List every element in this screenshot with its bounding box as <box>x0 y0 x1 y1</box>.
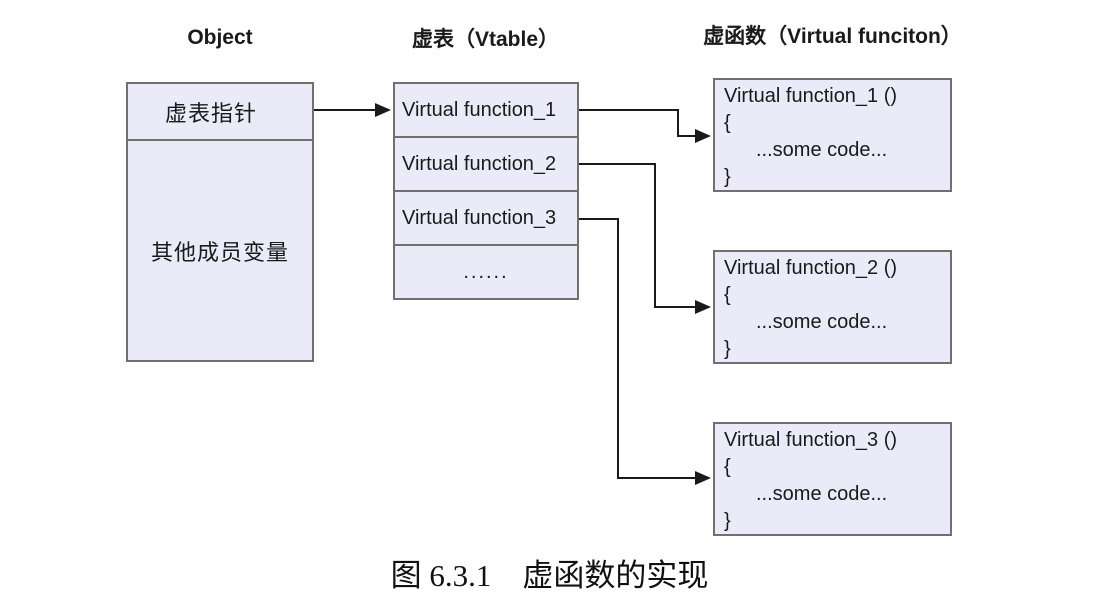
vtable-box: Virtual function_1 Virtual function_2 Vi… <box>393 82 579 300</box>
function-box-2: Virtual function_2 () { ...some code... … <box>713 250 952 364</box>
function-3-open-brace: { <box>724 456 731 478</box>
other-members-label: 其他成员变量 <box>150 239 289 265</box>
vtable-slot-ellipsis: ...... <box>395 246 577 298</box>
vtable-slot-1: Virtual function_1 <box>395 84 577 138</box>
function-2-close-brace: } <box>724 338 731 360</box>
arrow-slot1-to-func1 <box>579 109 711 143</box>
function-1-open-brace: { <box>724 112 731 134</box>
vtable-slot-1-label: Virtual function_1 <box>402 98 557 121</box>
vtable-slot-2: Virtual function_2 <box>395 138 577 192</box>
virtual-function-column-label: 虚函数（Virtual funciton） <box>703 25 962 48</box>
vtable-column-label: 虚表（Vtable） <box>411 28 560 51</box>
arrow-slot3-to-func3 <box>579 218 711 485</box>
vtable-slot-3-label: Virtual function_3 <box>402 206 557 229</box>
vtable-slot-3: Virtual function_3 <box>395 192 577 246</box>
vtable-slot-ellipsis-label: ...... <box>463 260 509 283</box>
vtable-slot-2-label: Virtual function_2 <box>402 152 557 175</box>
object-column-label: Object <box>187 26 253 49</box>
vtable-pointer-cell: 虚表指针 <box>128 84 312 141</box>
function-3-body: ...some code... <box>756 483 888 505</box>
function-box-1: Virtual function_1 () { ...some code... … <box>713 78 952 192</box>
arrow-slot2-to-func2 <box>579 163 711 314</box>
object-box: 虚表指针 其他成员变量 <box>126 82 314 362</box>
other-members-cell: 其他成员变量 <box>128 141 312 360</box>
function-1-body: ...some code... <box>756 139 888 161</box>
function-2-body: ...some code... <box>756 311 888 333</box>
function-3-signature: Virtual function_3 () <box>724 429 898 451</box>
function-3-close-brace: } <box>724 510 731 532</box>
function-2-signature: Virtual function_2 () <box>724 257 898 279</box>
function-1-signature: Virtual function_1 () <box>724 85 898 107</box>
vtable-pointer-label: 虚表指针 <box>164 100 257 126</box>
function-1-close-brace: } <box>724 166 731 188</box>
function-2-open-brace: { <box>724 284 731 306</box>
figure-caption: 图 6.3.1 虚函数的实现 <box>390 558 709 593</box>
function-box-3: Virtual function_3 () { ...some code... … <box>713 422 952 536</box>
